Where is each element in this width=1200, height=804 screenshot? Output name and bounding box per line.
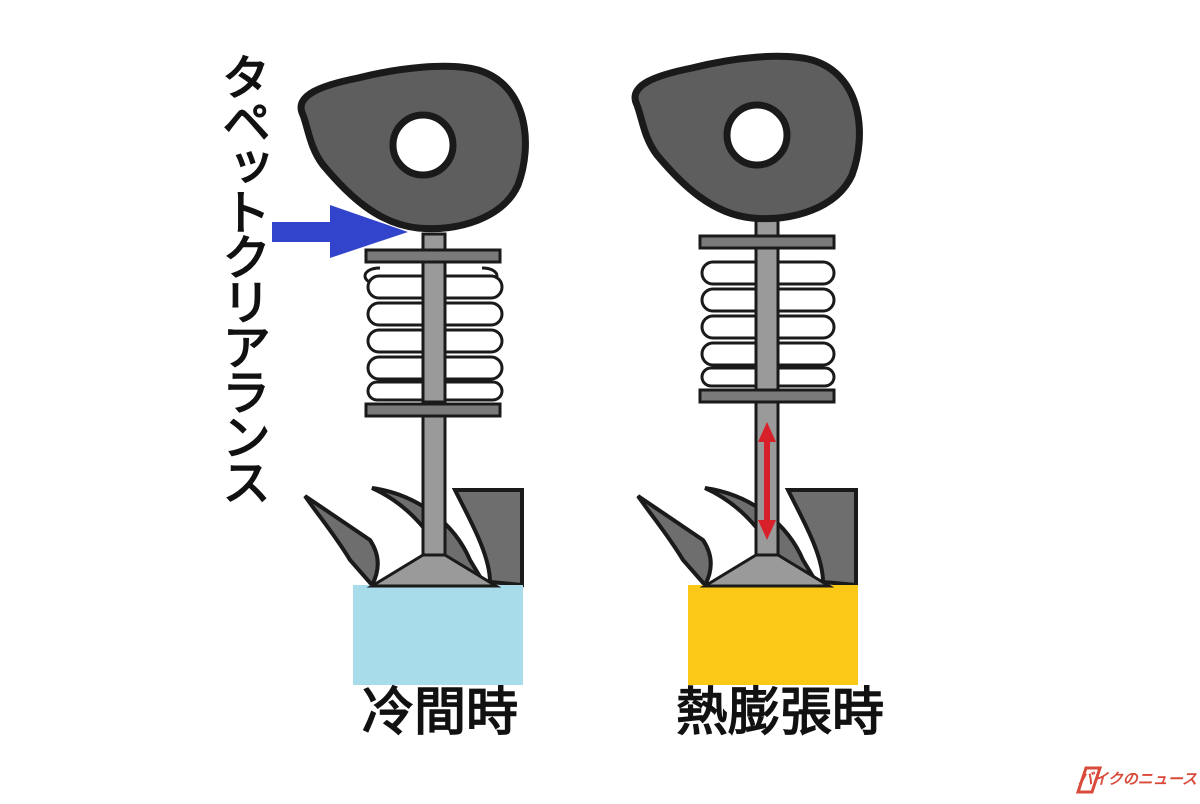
port-wall-left: [636, 494, 713, 589]
spring-retainer-top: [364, 248, 502, 264]
cam-lobe-icon: [635, 56, 859, 218]
combustion-chamber-hot: [688, 585, 858, 685]
spring-retainer-bottom: [364, 402, 502, 418]
port-wall-right: [784, 488, 858, 588]
spring-retainer-top: [698, 234, 836, 250]
assembly-cold: [272, 66, 525, 685]
right-arrow-icon: [272, 205, 408, 258]
tappet-clearance-label: タペットクリアランス: [214, 52, 271, 502]
combustion-chamber-cold: [353, 585, 523, 685]
assembly-hot: [635, 56, 859, 685]
valve-head: [699, 553, 835, 588]
caption-cold: 冷間時: [361, 683, 518, 743]
site-logo[interactable]: バイクのニュース: [1074, 762, 1197, 794]
valve-head: [366, 553, 502, 588]
port-wall-left: [303, 494, 380, 589]
caption-hot: 熱膨張時: [675, 683, 884, 743]
logo-text: バイクのニュース: [1078, 769, 1197, 788]
logo-mark-icon: [1075, 766, 1103, 794]
port-wall-right: [451, 488, 524, 588]
spring-retainer-bottom: [698, 388, 836, 404]
double-vertical-arrow-icon: [758, 422, 776, 540]
cam-lobe-icon: [301, 66, 525, 228]
